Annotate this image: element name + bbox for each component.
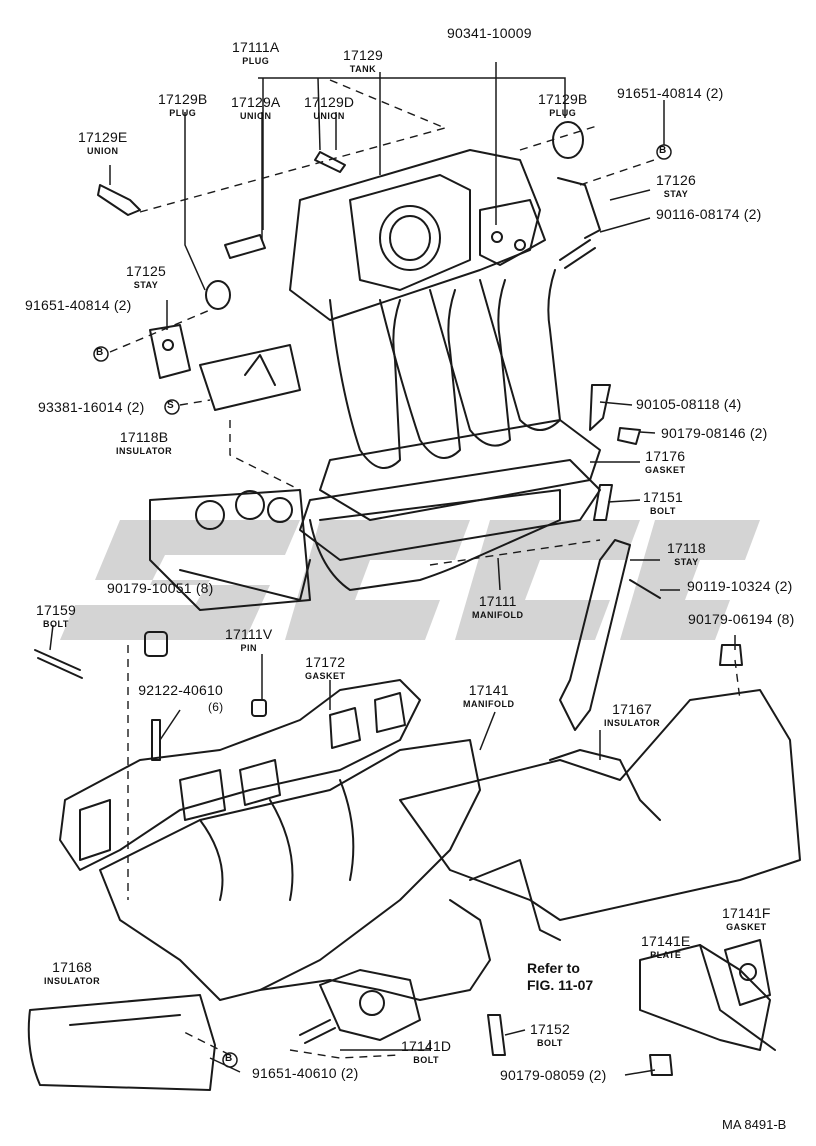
label-93381-16014: 93381-16014 (2) xyxy=(38,399,145,415)
watermark-logo xyxy=(60,520,760,640)
diagram-code: MA 8491-B xyxy=(722,1117,787,1132)
marker-b-left: B xyxy=(96,347,104,358)
label-90119-10324: 90119-10324 (2) xyxy=(687,578,793,594)
upper-manifold-group xyxy=(34,121,743,761)
label-91651-40814-top: 91651-40814 (2) xyxy=(617,85,724,101)
label-90179-08146: 90179-08146 (2) xyxy=(661,425,768,441)
label-90116-08174: 90116-08174 (2) xyxy=(656,206,762,222)
label-92122-40610: 92122-40610(6) xyxy=(138,682,224,714)
leader-lines xyxy=(49,62,736,1076)
label-91651-40610: 91651-40610 (2) xyxy=(252,1065,359,1081)
circle-markers xyxy=(93,144,672,1068)
label-91651-40814-left: 91651-40814 (2) xyxy=(25,297,132,313)
label-90179-06194: 90179-06194 (8) xyxy=(688,611,795,627)
lower-manifold-group xyxy=(27,679,801,1091)
marker-b-bottom: B xyxy=(225,1053,233,1064)
label-90179-08059: 90179-08059 (2) xyxy=(500,1067,607,1083)
label-90341-10009: 90341-10009 xyxy=(447,25,532,41)
marker-b-top: B xyxy=(659,145,667,156)
label-90179-10051: 90179-10051 (8) xyxy=(107,580,214,596)
label-90105-08118: 90105-08118 (4) xyxy=(636,396,742,412)
dashed-lines xyxy=(109,79,741,1059)
marker-s: S xyxy=(167,400,174,411)
